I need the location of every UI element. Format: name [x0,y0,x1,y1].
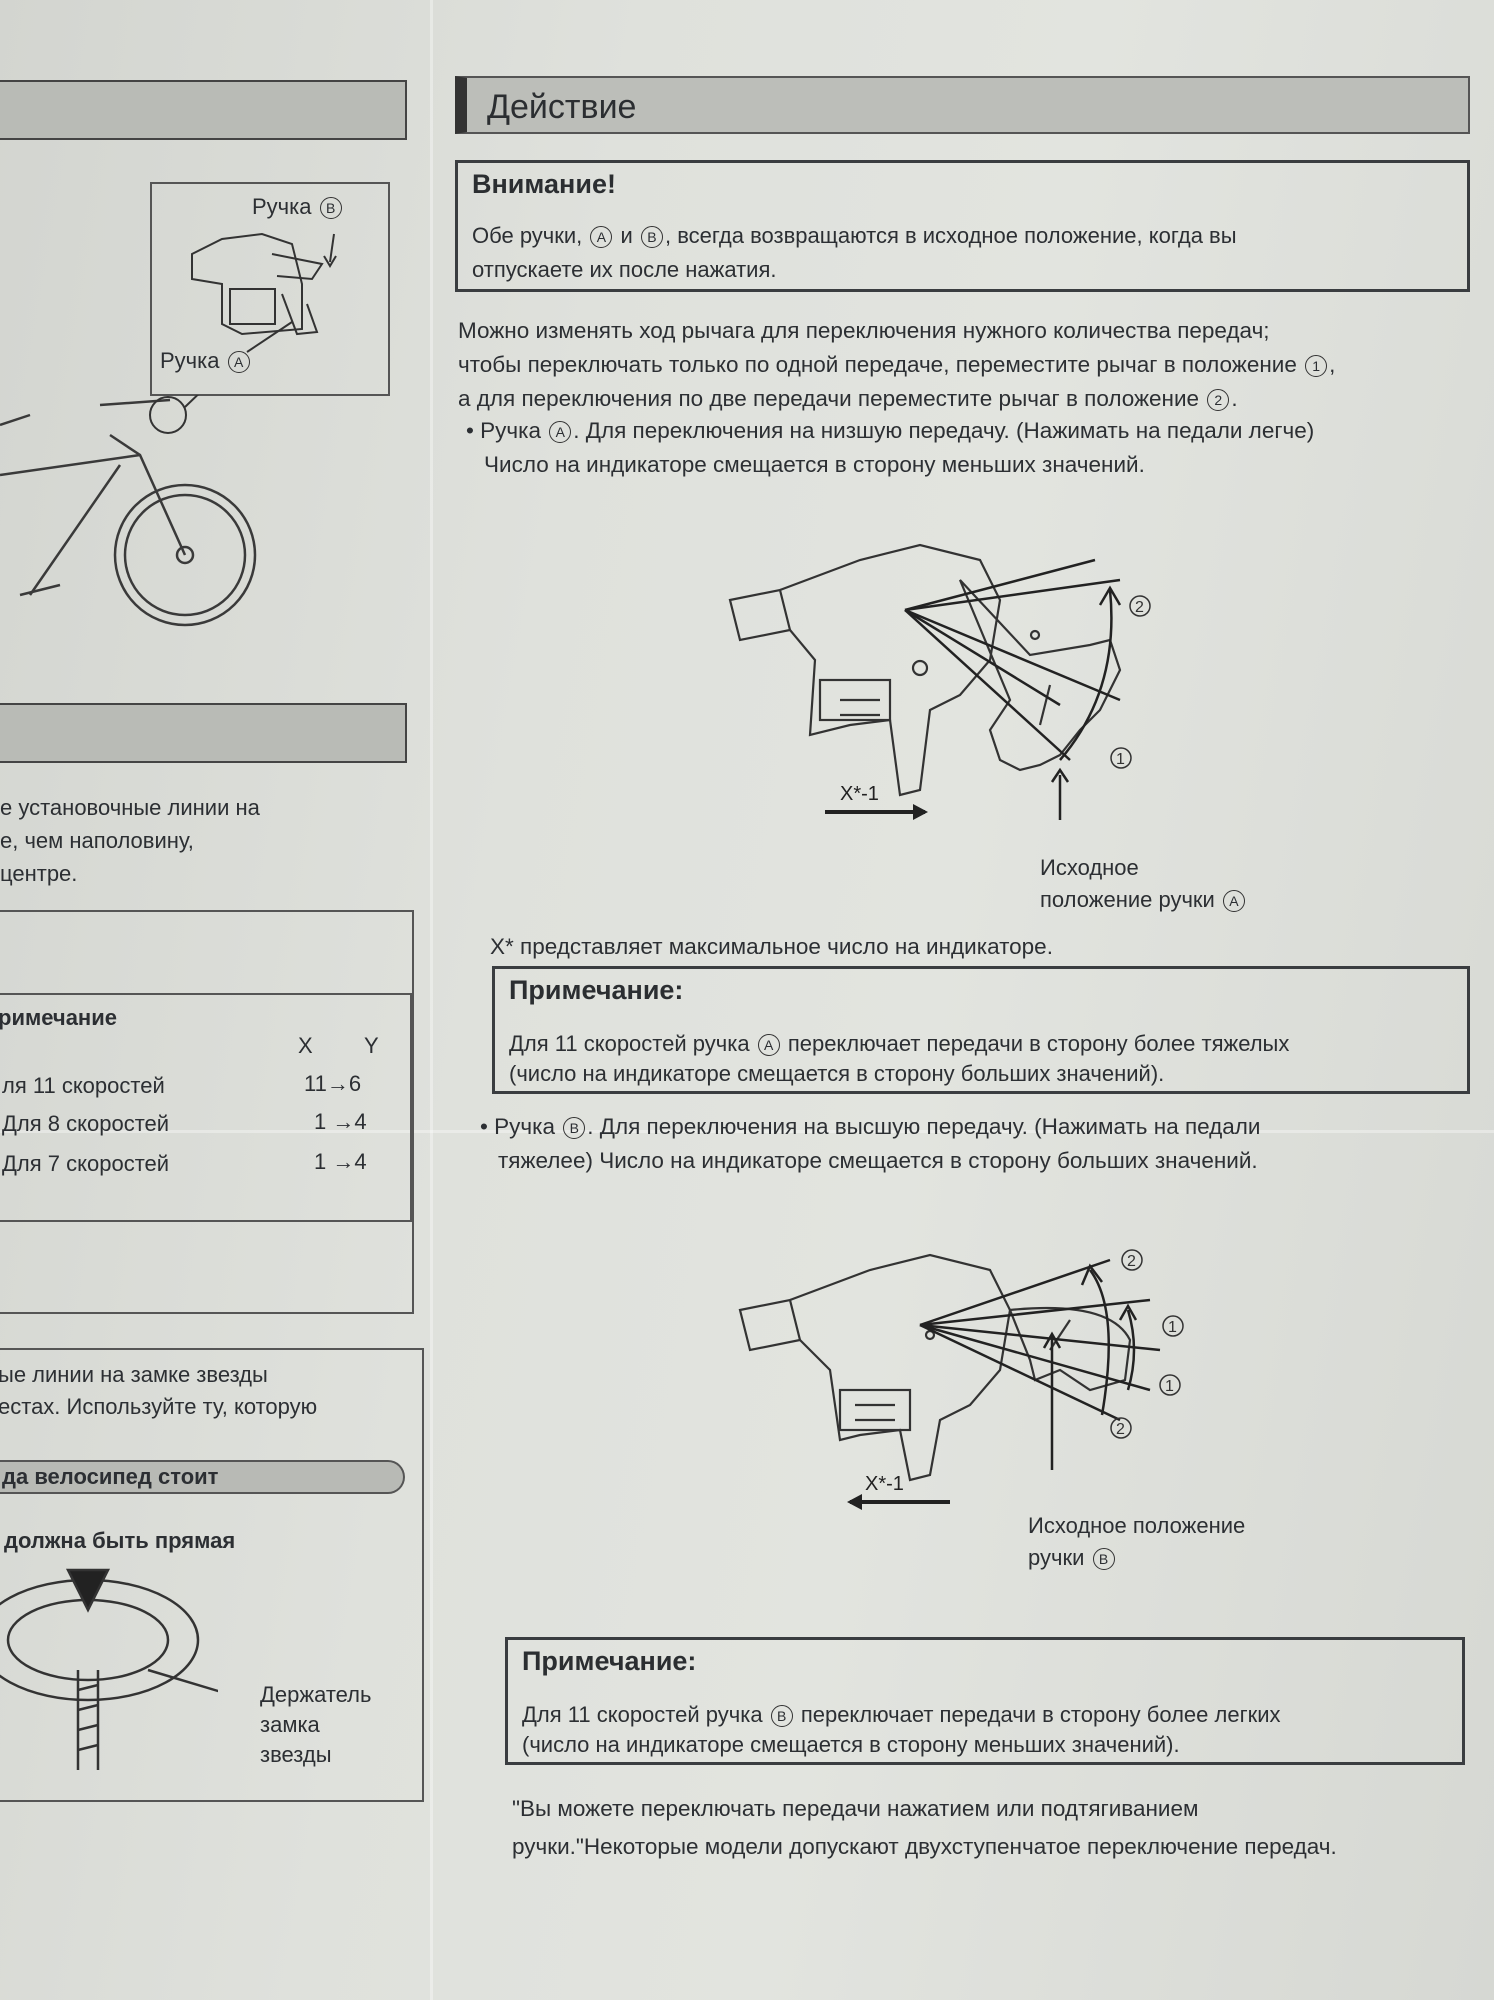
label-knob-b: Ручка B [252,194,344,220]
bullet-knob-b: • Ручка B. Для переключения на высшую пе… [480,1114,1261,1173]
left-section-bar [0,80,407,140]
shifter-diagram-a: 2 1 X*-1 [728,543,1151,820]
pos-label: 2 [1135,599,1144,616]
pos-label: 1 [1168,1319,1177,1336]
intro-paragraph: Можно изменять ход рычага для переключен… [458,318,1336,412]
left-note-title: римечание [0,1005,117,1030]
section-title: Действие [487,88,637,126]
mark-b: B [640,226,663,249]
warning-line: Обе ручки, A и B, всегда возвращаются в … [472,223,1237,249]
paper-fold-horizontal [0,1130,1494,1133]
note-line: (число на индикаторе смещается в сторону… [509,1061,1165,1086]
note-title: Примечание: [522,1646,697,1676]
closing-paragraph: "Вы можете переключать передачи нажатием… [512,1796,1337,1859]
table-row-label: ля 11 скоростей [2,1073,165,1098]
pos-label: 1 [1116,751,1125,768]
table-row-value: 1 →4 [314,1109,367,1134]
diagram-b-caption: Исходное положение ручки B [1028,1513,1246,1571]
section-header-bar: Действие [455,76,1470,134]
left-sprocket-box: ые линии на замке звезды естах. Использу… [0,1348,424,1802]
arrow-label: X*-1 [840,783,879,805]
left-text-line: ые линии на замке звезды [0,1362,268,1387]
table-row-value: 1 →4 [314,1149,367,1174]
note-title: Примечание: [509,975,684,1005]
col-header-y: Y [364,1033,379,1058]
shifter-diagram-b: 2 1 1 2 X*-1 [738,1249,1184,1510]
warning-line: отпускаете их после нажатия. [472,257,777,282]
bullet-knob-a: • Ручка A. Для переключения на низшую пе… [466,418,1315,477]
table-row-label: Для 8 скоростей [2,1111,170,1136]
left-note-box [0,910,414,1314]
paper-fold-vertical [430,0,433,2000]
left-section-bar-2 [0,703,407,763]
left-text-block-1: е установочные линии на е, чем наполовин… [0,795,260,886]
left-pill-header: да велосипед стоит [0,1460,405,1494]
pos-label: 2 [1127,1253,1136,1270]
note-line: Для 11 скоростей ручка B переключает пер… [522,1702,1281,1728]
mark-a: A [590,226,613,249]
footnote: X* представляет максимальное число на ин… [490,934,1053,959]
note-line: Для 11 скоростей ручка A переключает пер… [509,1031,1290,1057]
arrow-label: X*-1 [865,1473,904,1495]
holder-label: Держатель замка звезды [260,1682,372,1767]
bicycle-drawing [0,395,257,627]
shifter-inset-box: Ручка B Ручка A [150,182,390,396]
note-box-1: Примечание: Для 11 скоростей ручка A пер… [492,966,1470,1094]
sprocket-drawing [0,1568,218,1770]
note-box-2: Примечание: Для 11 скоростей ручка B пер… [505,1637,1465,1765]
col-header-x: X [298,1033,313,1058]
diagram-a-caption: Исходное положение ручки A [1040,852,1247,916]
table-row-label: Для 7 скоростей [2,1151,170,1176]
note-line: (число на индикаторе смещается в сторону… [522,1732,1180,1757]
label-knob-a: Ручка A [160,348,252,374]
left-text-line: естах. Используйте ту, которую [0,1394,318,1419]
shifter-inset-drawing [191,232,337,353]
table-row-value: 11→6 [304,1071,362,1096]
warning-box: Внимание! Обе ручки, A и B, всегда возвр… [455,160,1470,292]
warning-title: Внимание! [472,169,616,199]
pos-label: 1 [1165,1378,1174,1395]
pos-label: 2 [1116,1421,1125,1438]
left-table-box: римечание X Y ля 11 скоростей 11→6 Для 8… [0,993,412,1222]
left-bold-text: должна быть прямая [4,1528,236,1553]
